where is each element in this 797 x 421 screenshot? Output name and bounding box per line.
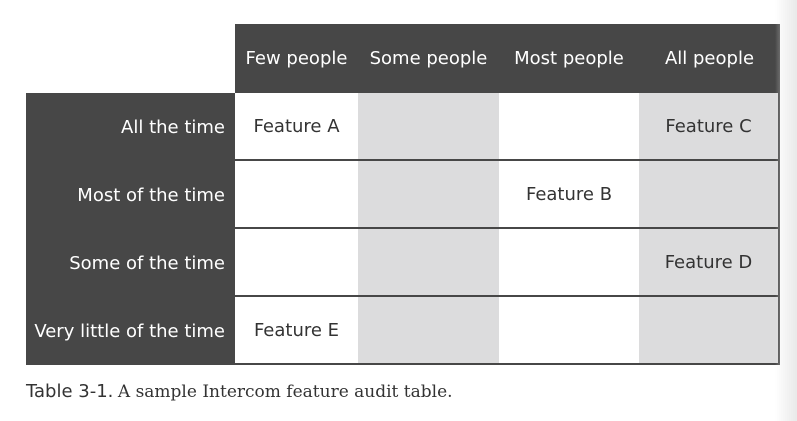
table-cell: Feature B [499, 161, 639, 229]
table-cell [235, 229, 358, 297]
column-header-all-people: All people [639, 24, 780, 93]
table-cell: Feature C [639, 93, 778, 161]
table-cell [358, 297, 499, 365]
table-cell [358, 161, 499, 229]
caption-text: A sample Intercom feature audit table. [117, 382, 453, 402]
table-cell [499, 93, 639, 161]
row-header-all-the-time: All the time [26, 93, 235, 161]
caption-label: Table 3-1. [26, 381, 114, 402]
column-header-few-people: Few people [235, 24, 358, 93]
table-cell [639, 161, 778, 229]
feature-audit-table: Few people Some people Most people All p… [26, 24, 780, 365]
page-edge-shadow [775, 0, 797, 421]
table-cell [358, 93, 499, 161]
column-header-some-people: Some people [358, 24, 499, 93]
row-header-most-of-the-time: Most of the time [26, 161, 235, 229]
table-cell: Feature A [235, 93, 358, 161]
table-cell: Feature E [235, 297, 358, 365]
column-header-most-people: Most people [499, 24, 639, 93]
row-header-some-of-the-time: Some of the time [26, 229, 235, 297]
table-corner [26, 24, 235, 93]
table-cell [639, 297, 778, 365]
row-header-very-little-of-the-time: Very little of the time [26, 297, 235, 365]
table-caption: Table 3-1. A sample Intercom feature aud… [26, 381, 453, 402]
table-cell [235, 161, 358, 229]
table-cell [358, 229, 499, 297]
table-cell [499, 297, 639, 365]
table-cell [499, 229, 639, 297]
table-cell: Feature D [639, 229, 778, 297]
